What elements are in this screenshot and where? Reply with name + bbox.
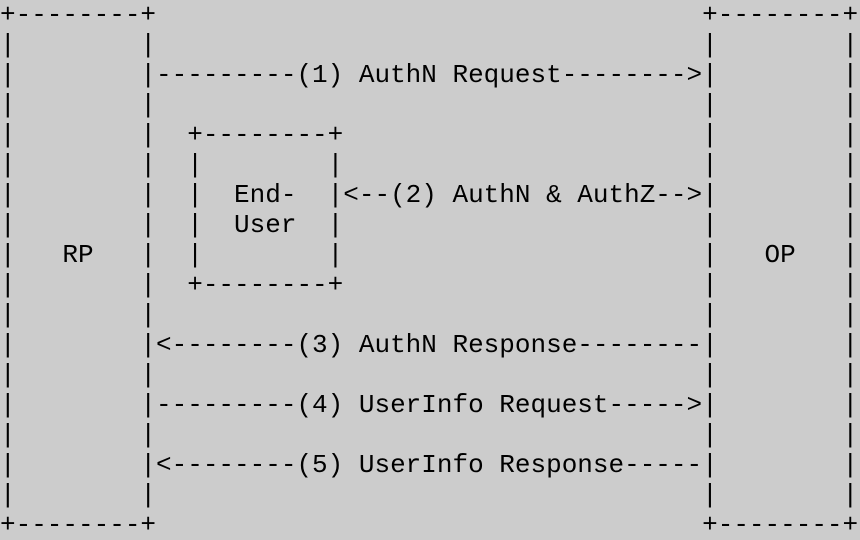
diagram-line: | | | | (0, 420, 859, 450)
diagram-line: | |<--------(3) AuthN Response--------| … (0, 330, 859, 360)
diagram-line: | RP | | | | OP | (0, 240, 859, 270)
diagram-line: | | | | (0, 360, 859, 390)
diagram-line: | | | | (0, 90, 859, 120)
diagram-line: | | +--------+ | | (0, 120, 859, 150)
diagram-line: | | | | (0, 300, 859, 330)
diagram-line: | | +--------+ | | (0, 270, 859, 300)
diagram-line: | | | | (0, 480, 859, 510)
diagram-line: | | | | (0, 30, 859, 60)
diagram-line: | |---------(1) AuthN Request-------->| … (0, 60, 859, 90)
diagram-line: | | | User | | | (0, 210, 859, 240)
diagram-line: | |<--------(5) UserInfo Response-----| … (0, 450, 859, 480)
diagram-line: +--------+ +--------+ (0, 0, 859, 30)
diagram-line: | | | | | | (0, 150, 859, 180)
diagram-line: | | | End- |<--(2) AuthN & AuthZ-->| | (0, 180, 859, 210)
diagram-line: +--------+ +--------+ (0, 510, 859, 540)
diagram-line: | |---------(4) UserInfo Request----->| … (0, 390, 859, 420)
